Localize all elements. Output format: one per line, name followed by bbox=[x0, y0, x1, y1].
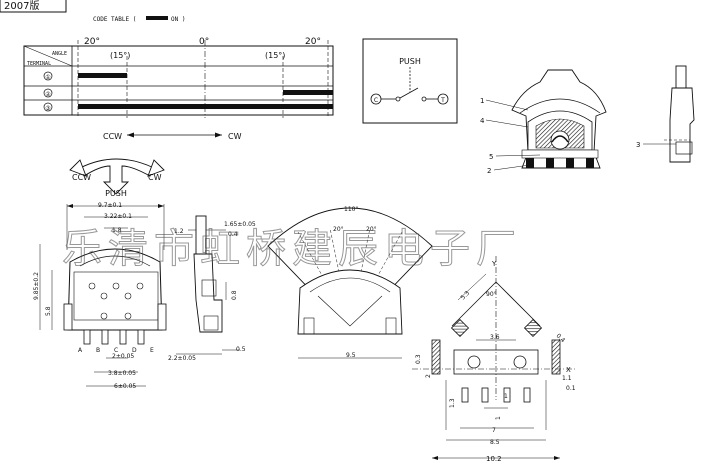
pcb-dim-diag1: 5.3 bbox=[459, 290, 471, 302]
push-label: PUSH bbox=[105, 189, 127, 198]
side-dim-top: 1.65±0.05 bbox=[224, 221, 256, 228]
isometric-view: 1 4 5 2 bbox=[480, 69, 607, 175]
push-arrow-symbol: CCW CW PUSH bbox=[69, 158, 165, 198]
front-view: 9.7±0.1 3.22±0.1 1.8 A B C D E 9.85±0.2 … bbox=[33, 202, 167, 390]
front-dim-height2: 5.8 bbox=[45, 306, 52, 316]
code-table-label: CODE TABLE ( bbox=[93, 16, 136, 23]
push-cw-label: CW bbox=[148, 173, 162, 182]
callout-3: 3 bbox=[636, 141, 640, 149]
pcb-dim-diag2: 0.4 bbox=[555, 332, 567, 344]
row-3-label: ③ bbox=[45, 105, 50, 112]
row-2-label: ② bbox=[45, 91, 51, 98]
switch-terminal-c: C bbox=[374, 97, 378, 104]
callout-5: 5 bbox=[489, 153, 493, 161]
cw-label: CW bbox=[228, 132, 242, 141]
pin-a: A bbox=[78, 347, 83, 354]
angle-center: 0° bbox=[199, 37, 209, 47]
row-1-on-bar bbox=[78, 73, 127, 78]
pcb-dim-pad: 1.3 bbox=[449, 398, 456, 408]
code-table: ANGLE TERMINAL ① ② ③ bbox=[23, 40, 334, 118]
pcb-axis-y: Y bbox=[491, 260, 497, 268]
legend-on-bar bbox=[146, 16, 168, 20]
front-dim-pitch: 2±0.05 bbox=[112, 353, 134, 360]
pin-d: D bbox=[132, 347, 137, 354]
side-profile-view: 3 bbox=[636, 65, 695, 163]
ccw-label: CCW bbox=[103, 132, 122, 141]
pcb-dim-right2: 0.1 bbox=[566, 385, 576, 392]
watermark-text: 乐清市虹桥建辰电子厂 bbox=[62, 226, 522, 272]
callout-2: 2 bbox=[487, 167, 491, 175]
code-table-on: ON ) bbox=[171, 16, 185, 23]
corner-label: 2007版 bbox=[4, 0, 39, 12]
fan-angle-total: 110° bbox=[344, 206, 358, 213]
front-dim-height: 9.85±0.2 bbox=[33, 272, 40, 300]
pcb-footprint-view: Y X 5.3 0.4 90° 3.6 0.3 2 1.1 0.1 1.3 1 … bbox=[412, 256, 576, 463]
pin-c: C bbox=[114, 347, 118, 354]
switch-push-label: PUSH bbox=[399, 57, 421, 66]
pcb-axis-x: X bbox=[566, 366, 571, 374]
fan-view: 110° 20° 20° 9.5 bbox=[267, 206, 433, 359]
pcb-dim-inner: 3.6 bbox=[490, 334, 500, 341]
pin-b: B bbox=[96, 347, 100, 354]
pcb-dim-pitch: 1 bbox=[495, 416, 502, 420]
side-dim-bottom: 2.2±0.05 bbox=[168, 355, 196, 362]
angle-left: 20° bbox=[84, 37, 100, 47]
side-dim-side: 0.5 bbox=[236, 346, 246, 353]
row-1-label: ① bbox=[45, 74, 50, 81]
fan-dim-base: 9.5 bbox=[346, 352, 356, 359]
row-3-on-bar bbox=[78, 104, 333, 109]
fan-angle-right: 20° bbox=[366, 226, 377, 233]
angle-right: 20° bbox=[305, 37, 321, 47]
pcb-dim-w1: 7 bbox=[492, 427, 496, 434]
switch-diagram: PUSH C T bbox=[362, 38, 458, 124]
callout-4: 4 bbox=[480, 117, 485, 125]
side-dim-top2: 0.4 bbox=[228, 231, 238, 238]
terminal-header: TERMINAL bbox=[27, 61, 51, 67]
angle-left-inner: (15°) bbox=[110, 51, 130, 60]
front-dim-width: 9.7±0.1 bbox=[98, 202, 122, 209]
angle-right-inner: (15°) bbox=[265, 51, 285, 60]
callout-1: 1 bbox=[480, 97, 484, 105]
angle-header: ANGLE bbox=[52, 51, 67, 57]
pcb-dim-w3: 10.2 bbox=[486, 455, 502, 463]
pcb-dim-angle: 90° bbox=[486, 291, 497, 298]
corner-label-box: 2007版 bbox=[0, 0, 67, 13]
front-dim-span1: 3.8±0.05 bbox=[108, 370, 136, 377]
pcb-dim-left2: 2 bbox=[425, 374, 432, 378]
pcb-dim-right1: 1.1 bbox=[562, 375, 572, 382]
side-view: 1.65±0.05 0.4 1.2 0.8 2.2±0.05 0.5 bbox=[168, 215, 256, 362]
row-2-on-bar bbox=[283, 90, 333, 95]
switch-terminal-t: T bbox=[440, 97, 445, 104]
rotation-arrow: CCW CW bbox=[103, 132, 242, 141]
front-dim-span2: 6±0.05 bbox=[114, 383, 136, 390]
pcb-dim-left1: 0.3 bbox=[415, 354, 422, 364]
side-dim-left: 1.2 bbox=[174, 228, 184, 235]
fan-angle-left: 20° bbox=[333, 226, 344, 233]
pcb-dim-w2: 8.5 bbox=[490, 439, 500, 446]
front-dim-small: 1.8 bbox=[112, 227, 122, 234]
pin-e: E bbox=[150, 347, 154, 354]
pcb-dim-small: 1 bbox=[504, 393, 508, 400]
push-ccw-label: CCW bbox=[72, 173, 91, 182]
front-dim-inner: 3.22±0.1 bbox=[104, 213, 132, 220]
code-table-legend: CODE TABLE ( ON ) bbox=[93, 16, 185, 23]
side-dim-right: 0.8 bbox=[231, 290, 238, 300]
